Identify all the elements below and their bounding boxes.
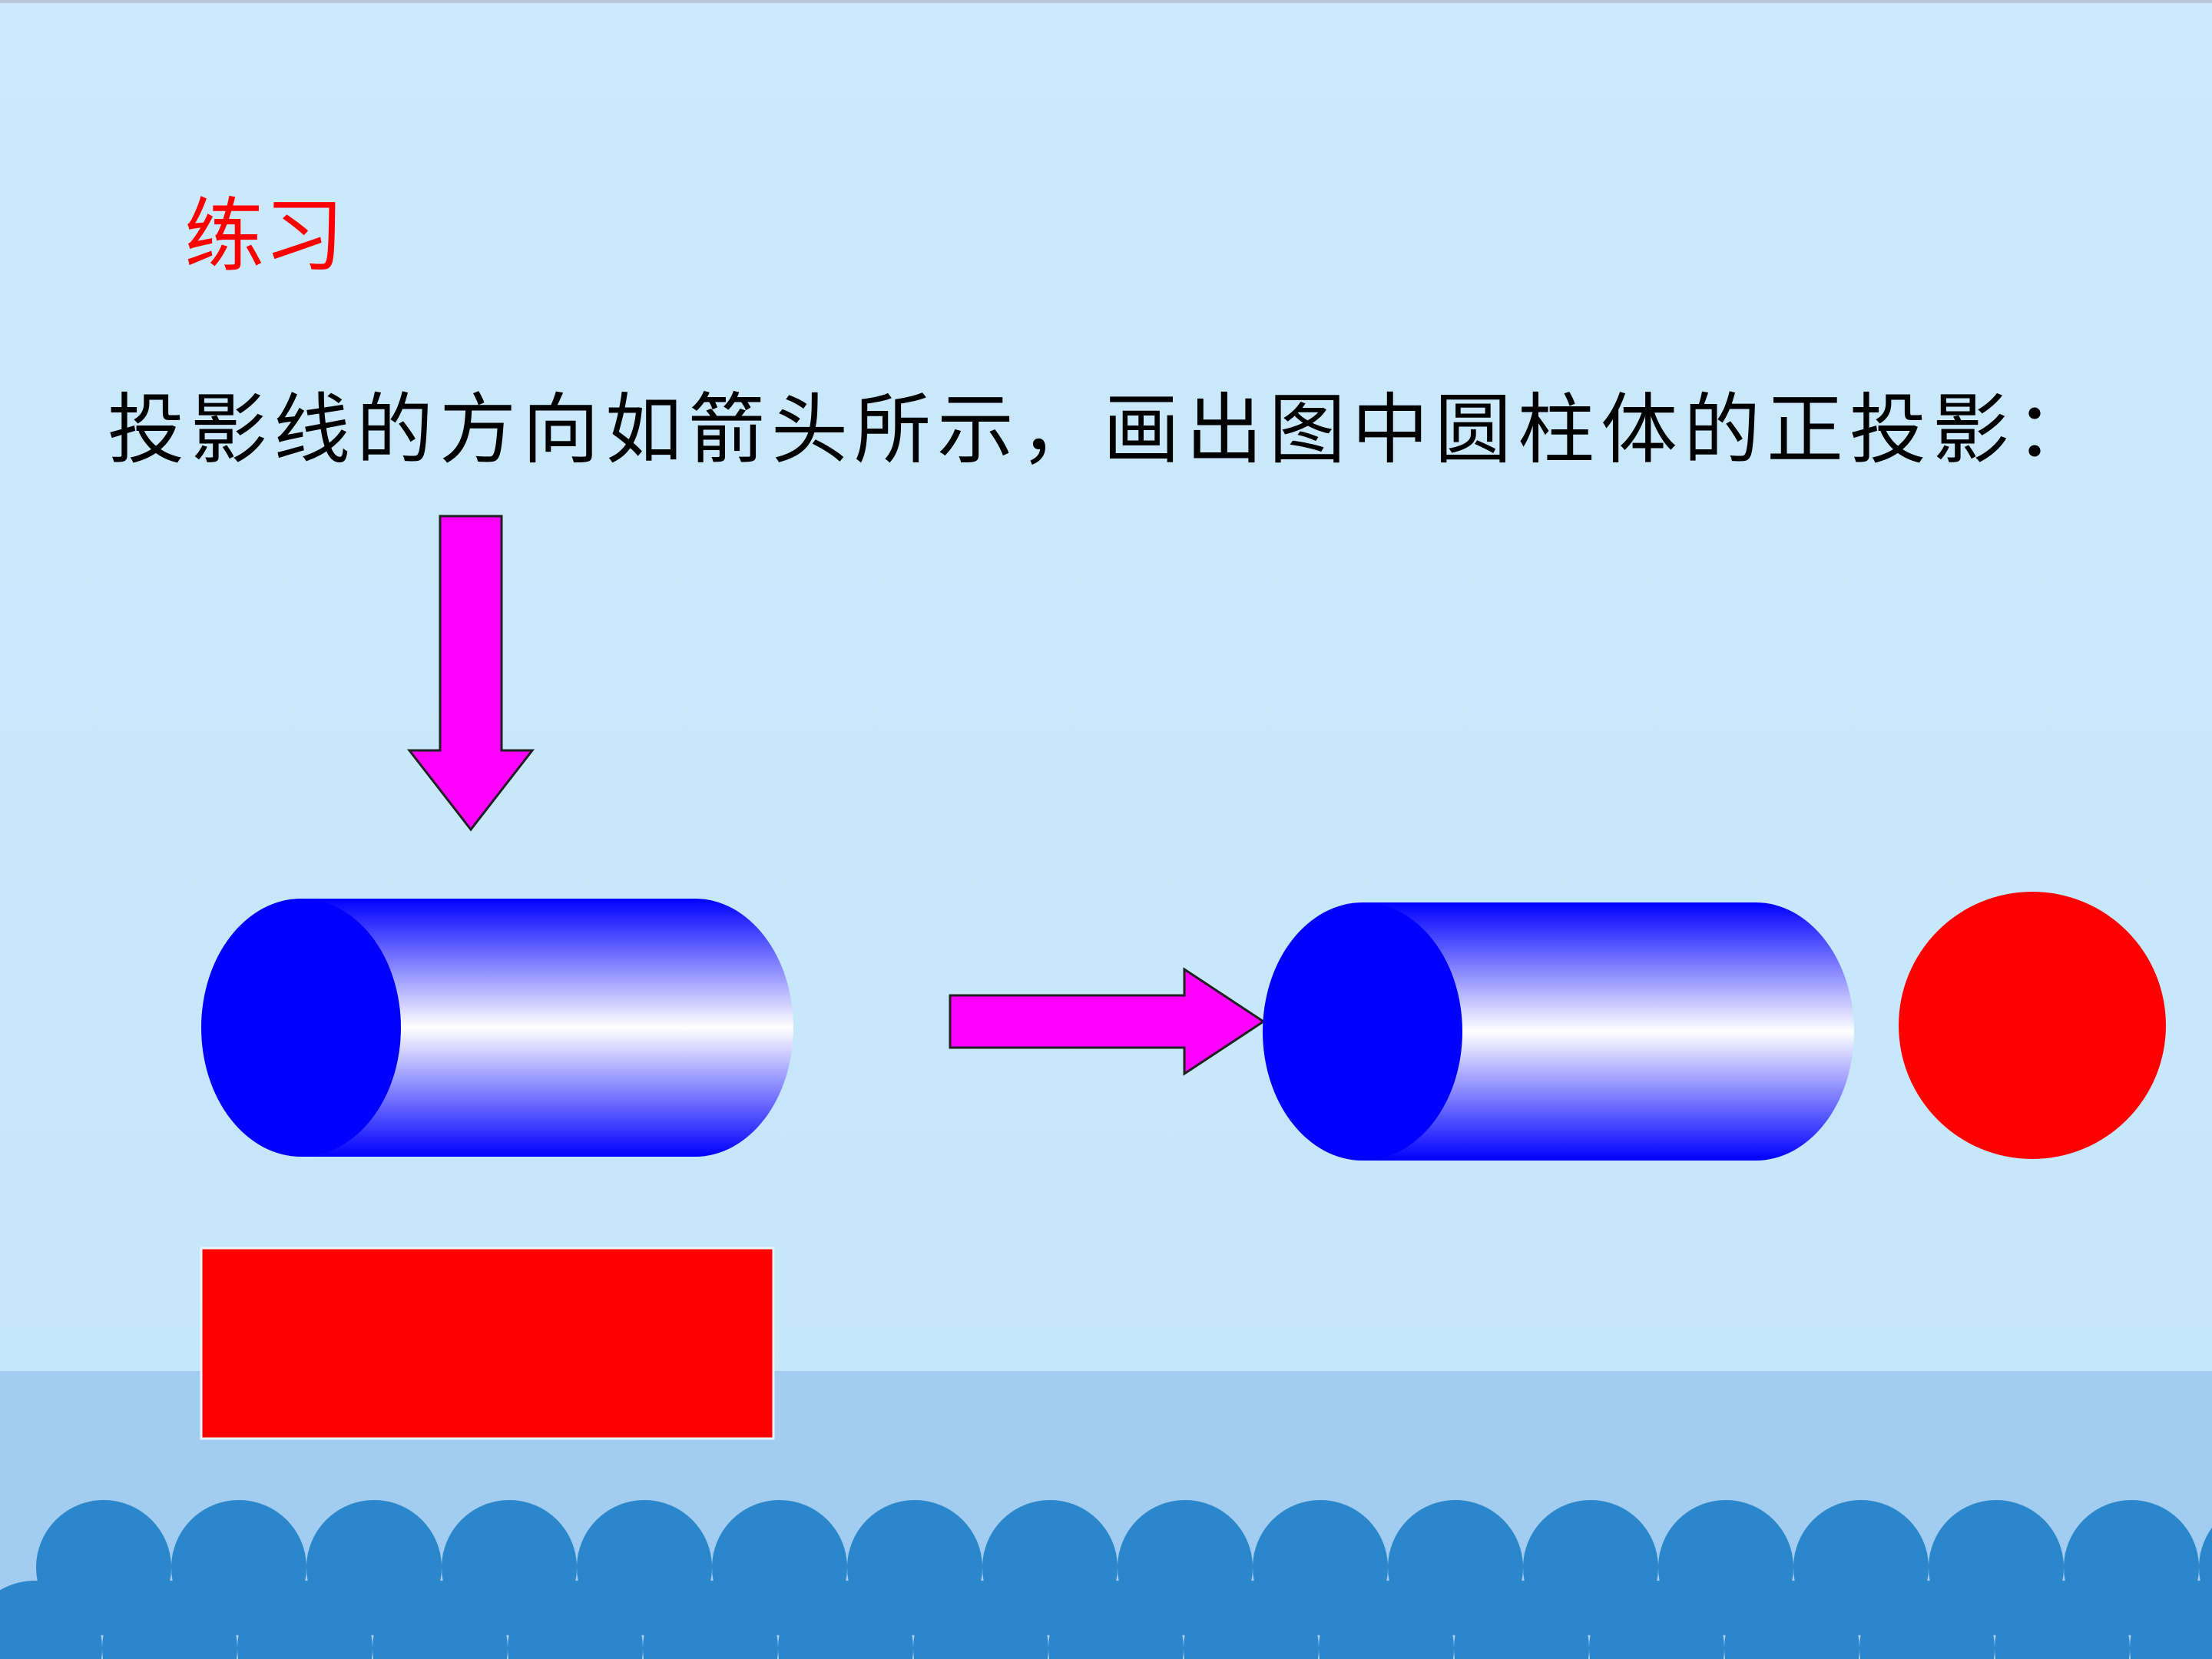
wave-scallop — [102, 1581, 237, 1659]
top-edge-line — [0, 0, 2212, 3]
wave-scallop — [1859, 1581, 1995, 1659]
wave-scallop — [778, 1581, 913, 1659]
wave-scallop — [1589, 1581, 1724, 1659]
top-view-projection-rectangle — [200, 1247, 775, 1440]
wave-scallop — [1048, 1581, 1184, 1659]
slide-title: 练习 — [184, 189, 345, 283]
cylinder-left-end-face — [201, 899, 401, 1157]
wave-scallop — [1184, 1581, 1319, 1659]
cylinder-left — [201, 899, 793, 1157]
cylinder-right-body — [1363, 902, 1854, 1161]
wave-scallop — [508, 1581, 643, 1659]
vertical-projection-arrow — [406, 515, 535, 832]
wave-scallop — [1319, 1581, 1454, 1659]
cylinder-right-end-face — [1263, 902, 1462, 1161]
wave-scallop — [1454, 1581, 1589, 1659]
wave-scallop — [0, 1581, 102, 1659]
wave-scallop — [643, 1581, 778, 1659]
wave-scallop — [237, 1581, 373, 1659]
horizontal-projection-arrow — [949, 967, 1266, 1076]
wave-decoration — [0, 1500, 2212, 1659]
cylinder-left-body — [301, 899, 793, 1157]
front-view-projection-circle — [1899, 892, 2166, 1159]
cylinder-right — [1263, 902, 1854, 1161]
wave-scallop — [1995, 1581, 2130, 1659]
wave-scallop — [1724, 1581, 1859, 1659]
wave-scallop — [373, 1581, 508, 1659]
exercise-instruction: 投影线的方向如箭头所示，画出图中圆柱体的正投影： — [108, 385, 2098, 475]
wave-scallop — [913, 1581, 1048, 1659]
wave-scallop — [2130, 1581, 2212, 1659]
